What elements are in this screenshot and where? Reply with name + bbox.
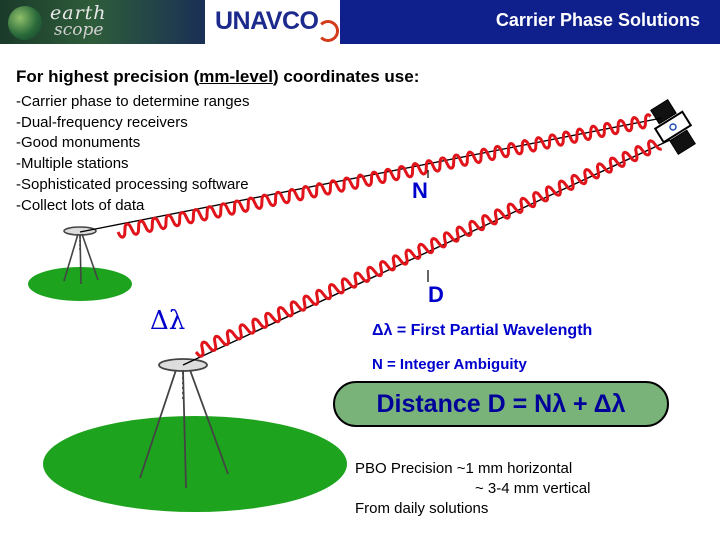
carrier-wave-upper bbox=[116, 113, 652, 239]
legend-delta-lambda: Δλ = First Partial Wavelength bbox=[372, 322, 593, 339]
logo-left-line2: scope bbox=[54, 20, 104, 40]
ground-large bbox=[43, 416, 347, 512]
heading-prefix: For highest precision ( bbox=[16, 67, 200, 86]
bullet-item: -Collect lots of data bbox=[16, 196, 145, 214]
formula-text: Distance D = Nλ + Δλ bbox=[376, 389, 626, 418]
globe-icon bbox=[8, 6, 42, 40]
unavco-logo-text: UNAVCO bbox=[215, 7, 319, 35]
precision-line-2: ~ 3-4 mm vertical bbox=[475, 480, 591, 497]
bullet-item: -Good monuments bbox=[16, 134, 141, 152]
bullet-item: -Dual-frequency receivers bbox=[16, 113, 188, 131]
bullet-item: -Carrier phase to determine ranges bbox=[16, 93, 250, 110]
label-N: N bbox=[412, 178, 428, 203]
carrier-wave-lower bbox=[194, 139, 663, 358]
heading-suffix: ) coordinates use: bbox=[272, 67, 420, 86]
slide-title: Carrier Phase Solutions bbox=[495, 10, 700, 30]
label-delta-lambda: Δλ bbox=[150, 306, 186, 336]
unavco-logo: UNAVCO bbox=[205, 0, 340, 44]
label-D: D bbox=[428, 282, 444, 307]
logo-left-line1: earth bbox=[50, 2, 107, 24]
heading-underlined: mm-level bbox=[199, 67, 273, 86]
formula-box: Distance D = Nλ + Δλ bbox=[333, 381, 669, 427]
ground-small bbox=[28, 267, 132, 301]
tripod-small-icon bbox=[63, 226, 99, 285]
precision-note: PBO Precision ~1 mm horizontal ~ 3-4 mm … bbox=[355, 459, 590, 519]
swirl-icon bbox=[317, 20, 339, 42]
satellite-icon bbox=[650, 98, 696, 156]
header-bar: earth scope UNAVCO Carrier Phase Solutio… bbox=[0, 0, 720, 44]
bullet-item: -Multiple stations bbox=[16, 155, 129, 173]
legend-integer-ambiguity: N = Integer Ambiguity bbox=[372, 356, 527, 373]
earthscope-logo: earth scope bbox=[0, 0, 205, 44]
heading: For highest precision (mm-level) coordin… bbox=[16, 67, 419, 87]
bullet-list: -Carrier phase to determine ranges -Dual… bbox=[16, 92, 249, 216]
precision-line-3: From daily solutions bbox=[355, 500, 489, 517]
precision-line-1: PBO Precision ~1 mm horizontal bbox=[355, 460, 573, 477]
bullet-item: -Sophisticated processing software bbox=[16, 175, 249, 193]
